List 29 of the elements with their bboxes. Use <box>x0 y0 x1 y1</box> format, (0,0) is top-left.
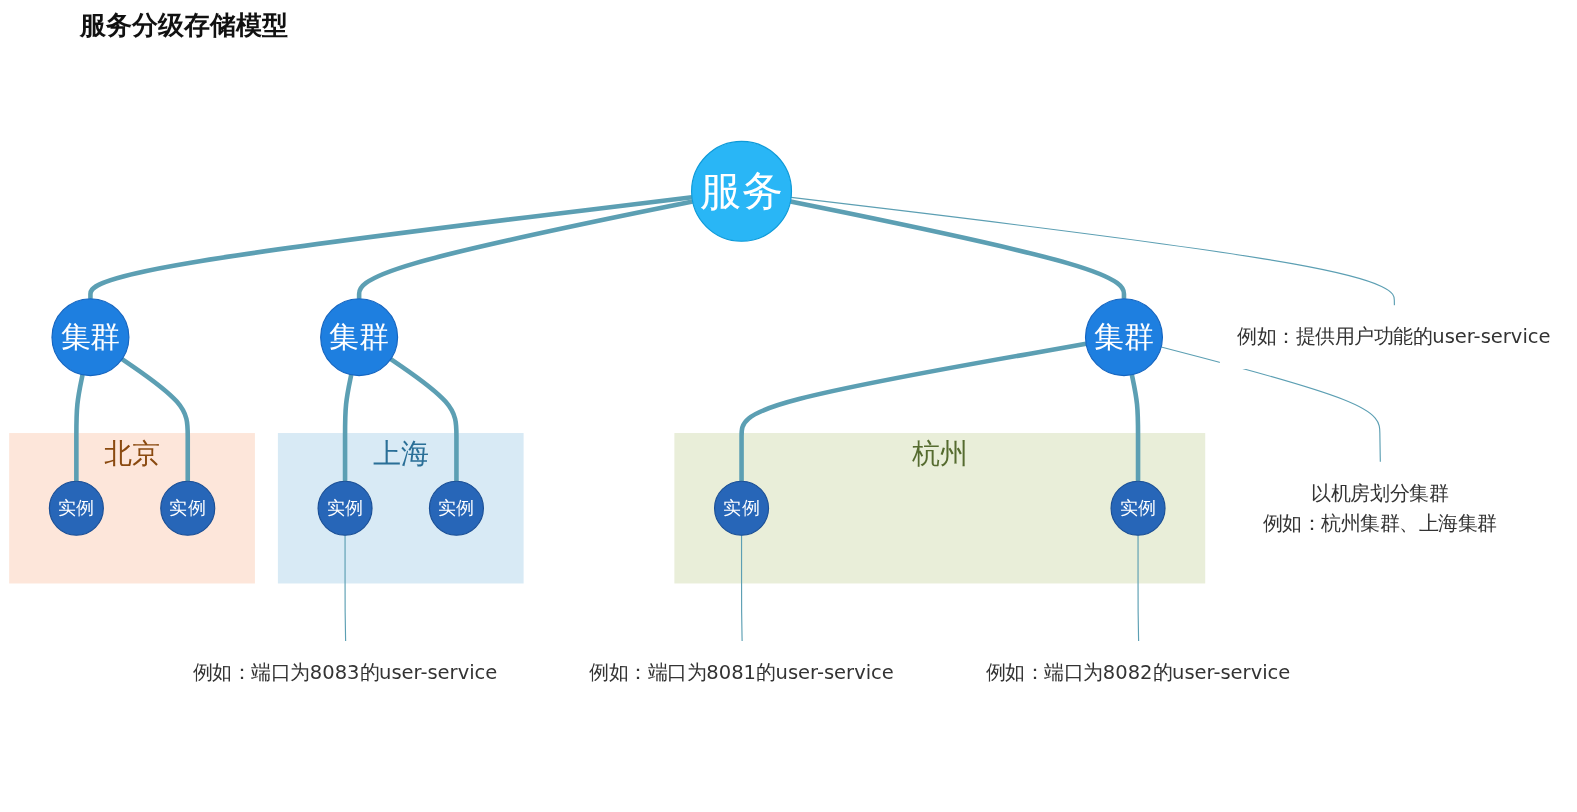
node-circle: 集群 <box>320 298 399 377</box>
connector <box>74 374 85 482</box>
node-circle: 集群 <box>1084 298 1163 377</box>
connector <box>739 341 1087 482</box>
node-circle: 实例 <box>48 480 104 536</box>
connector <box>120 357 191 482</box>
node-text: 以机房划分集群 例如：杭州集群、上海集群 <box>1262 481 1497 534</box>
connector <box>344 534 347 643</box>
node-circle: 实例 <box>317 480 373 536</box>
connector <box>1160 346 1381 463</box>
node-circle: 服务 <box>691 140 793 242</box>
node-text: 例如：提供用户功能的user-service <box>1237 324 1551 348</box>
diagram-title: 服务分级存储模型 <box>80 9 289 42</box>
connector <box>356 199 694 299</box>
node-circle: 实例 <box>714 480 770 536</box>
connector <box>389 357 459 482</box>
node-circle: 实例 <box>1110 480 1166 536</box>
node-circle: 实例 <box>428 480 484 536</box>
node-text: 例如：端口为8081的user-service <box>589 660 894 684</box>
node-circle: 实例 <box>160 480 216 536</box>
connector <box>1129 374 1141 482</box>
connector <box>342 374 354 482</box>
connector <box>740 534 743 643</box>
connector <box>1137 534 1140 643</box>
connector <box>790 196 1395 307</box>
node-text: 例如：端口为8083的user-service <box>192 660 498 684</box>
connector <box>88 195 693 299</box>
node-circle: 集群 <box>51 298 130 377</box>
node-text: 例如：端口为8082的user-service <box>985 660 1291 684</box>
